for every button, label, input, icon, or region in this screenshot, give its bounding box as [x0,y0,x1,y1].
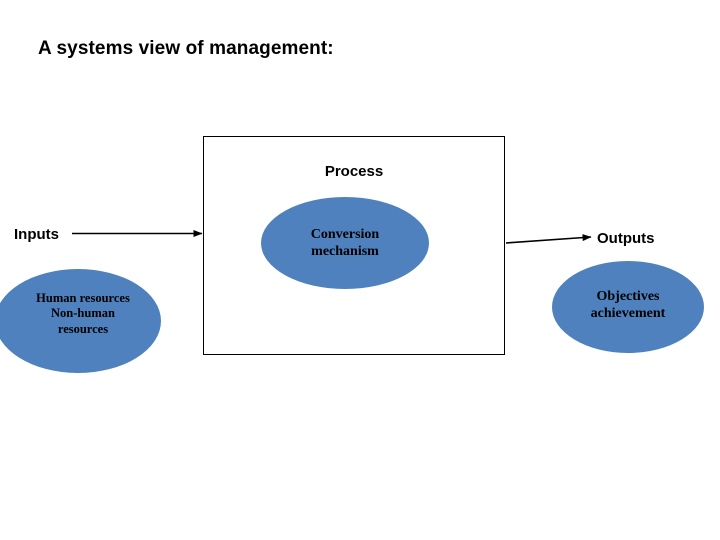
conversion-mechanism-ellipse[interactable]: Conversion mechanism [261,197,429,289]
page-title: A systems view of management: [38,38,334,59]
conversion-line-2: mechanism [311,244,379,259]
inputs-ellipse[interactable]: Human resources Non-human resources [0,269,161,373]
outputs-flow-label: Outputs [597,230,655,247]
process-boundary-box [203,136,505,355]
outputs-line-1: Objectives [596,288,660,304]
outputs-ellipse-text: Objectives achievement [591,288,666,322]
conversion-ellipse-text: Conversion mechanism [311,226,379,260]
conversion-line-1: Conversion [310,226,380,242]
outputs-line-2: achievement [590,306,666,321]
inputs-line-1: Human resources [36,291,130,306]
process-label: Process [324,163,384,180]
process-to-outputs-arrow [505,234,592,244]
outputs-ellipse[interactable]: Objectives achievement [552,261,704,353]
inputs-line-2: Non-human [51,306,115,321]
inputs-ellipse-text: Human resources Non-human resources [36,291,130,337]
inputs-line-3: resources [57,321,109,336]
inputs-flow-label: Inputs [14,226,59,243]
